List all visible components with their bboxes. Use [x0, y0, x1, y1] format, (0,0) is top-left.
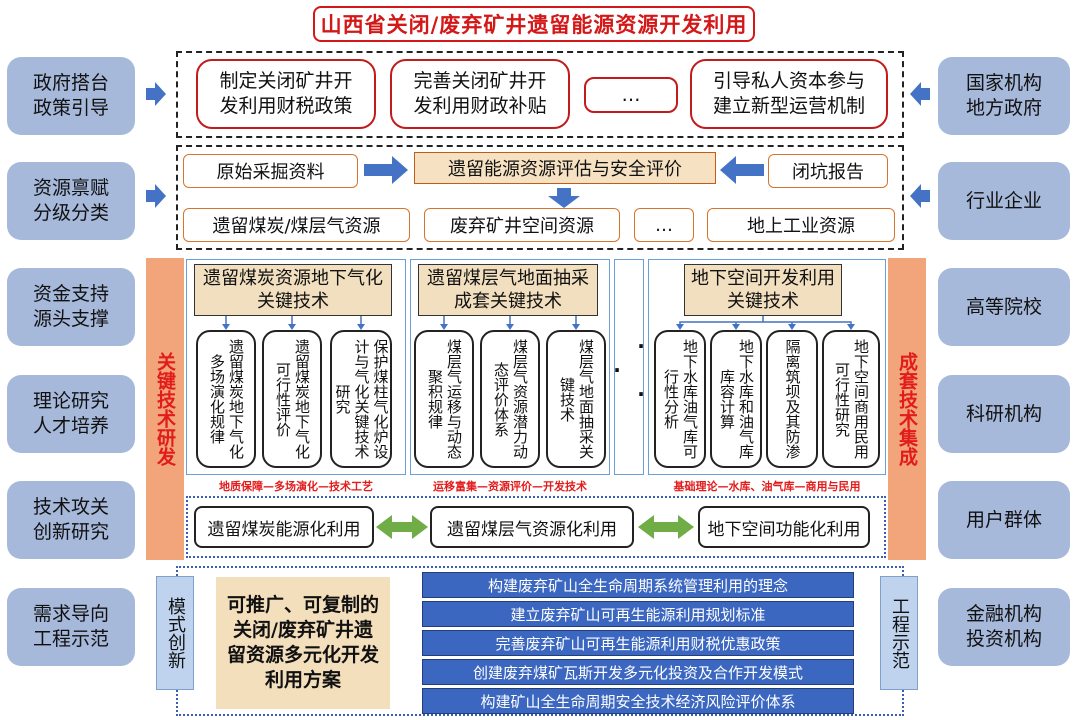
- tech-sub: 煤层气地面抽采关键技术: [546, 330, 606, 468]
- left-item-resources: 资源禀赋 分级分类: [7, 162, 135, 240]
- tech-sub: 地下空间商用民用可行性研究: [822, 330, 880, 468]
- arrow-right-icon: [146, 82, 166, 106]
- policy-frame: [176, 51, 904, 138]
- caption-space: 基础理论—水库、油气库—商用与民用: [673, 480, 861, 493]
- tech-sub: 遗留煤炭地下气化可行性评价: [262, 330, 322, 468]
- arrow-right-icon: [146, 184, 166, 208]
- tech-sub: 遗留煤炭地下气化多场演化规律: [196, 330, 256, 468]
- double-arrow-icon: [376, 515, 428, 539]
- measure-bar: 构建矿山全生命周期安全技术经济风险评价体系: [422, 688, 854, 714]
- tech-frame-cbm: [410, 259, 610, 475]
- arrow-left-icon: [720, 156, 764, 184]
- left-item-demand: 需求导向 工程示范: [7, 588, 135, 666]
- utilization-space: 地下空间功能化利用: [698, 506, 870, 548]
- category-surface: 地上工业资源: [707, 208, 895, 242]
- policy-subsidy: 完善关闭矿井开 发利用财政补贴: [390, 59, 570, 129]
- policy-tax: 制定关闭矿井开 发利用财税政策: [196, 59, 376, 129]
- engineering-demo-box: 工程示范: [880, 576, 918, 690]
- source-mining-data: 原始采掘资料: [183, 154, 358, 188]
- plan-box: 可推广、可复制的 关闭/废弃矿井遗 留资源多元化开发 利用方案: [216, 577, 390, 709]
- page-title: 山西省关闭/废弃矿井遗留能源资源开发利用: [313, 6, 755, 42]
- double-arrow-icon: [638, 515, 694, 539]
- right-item-universities: 高等院校: [938, 268, 1070, 346]
- tech-sub: 煤层气资源潜力动态评价体系: [480, 330, 540, 468]
- left-item-funding: 资金支持 源头支撑: [7, 268, 135, 346]
- tech-sub: 地下水库油气库可行性分析: [654, 330, 706, 468]
- policy-ellipsis: …: [584, 77, 678, 113]
- category-space: 废弃矿井空间资源: [424, 208, 620, 242]
- tech-frame-dots: [614, 259, 644, 475]
- utilization-cbm: 遗留煤层气资源化利用: [430, 506, 634, 548]
- mode-innovation-box: 模式创新: [156, 576, 194, 690]
- right-item-institutes: 科研机构: [938, 375, 1070, 453]
- utilization-frame: [186, 496, 886, 558]
- policy-private-capital: 引导私人资本参与 建立新型运营机制: [690, 59, 888, 129]
- measure-bar: 创建废弃煤矿瓦斯开发多元化投资及合作开发模式: [422, 659, 854, 685]
- left-item-innovation: 技术攻关 创新研究: [7, 481, 135, 559]
- arrow-left-icon: [910, 82, 930, 106]
- tech-frame-space: [648, 259, 886, 475]
- caption-cbm: 运移富集—资源评价—开发技术: [433, 480, 587, 493]
- measure-bar: 建立废弃矿山可再生能源利用规划标准: [422, 601, 854, 627]
- right-item-enterprise: 行业企业: [938, 162, 1070, 240]
- tech-header-gasification: 遗留煤炭资源地下气化关键技术: [194, 264, 392, 316]
- integration-bar: 成套技术集成: [888, 258, 926, 560]
- assessment-frame: [176, 145, 904, 250]
- measure-bar: 构建废弃矿山全生命周期系统管理利用的理念: [422, 572, 854, 598]
- right-item-government: 国家机构 地方政府: [938, 57, 1070, 135]
- tech-frame-gasification: [186, 259, 406, 475]
- utilization-coal: 遗留煤炭能源化利用: [194, 506, 374, 548]
- tech-sub: 保护煤柱气化炉设计与气化关键技术研究: [330, 330, 392, 468]
- source-closure-report: 闭坑报告: [768, 154, 888, 188]
- category-coal: 遗留煤炭/煤层气资源: [183, 208, 410, 242]
- category-ellipsis: …: [634, 208, 694, 242]
- tech-sub: 煤层气运移与动态聚积规律: [414, 330, 474, 468]
- tech-header-space: 地下空间开发利用关键技术: [684, 264, 842, 316]
- left-item-government: 政府搭台 政策引导: [7, 57, 135, 135]
- tech-sub: 地下水库和油气库库容计算: [710, 330, 762, 468]
- tech-sub: 隔离筑坝及其防渗: [766, 330, 818, 468]
- arrow-down-icon: [548, 188, 580, 208]
- caption-gasification: 地质保障—多场演化—技术工艺: [219, 480, 373, 493]
- left-item-research: 理论研究 人才培养: [7, 375, 135, 453]
- tech-header-cbm: 遗留煤层气地面抽采成套关键技术: [418, 264, 598, 316]
- arrow-right-icon: [364, 156, 408, 184]
- key-tech-bar: 关键技术研发: [146, 258, 184, 560]
- assessment-center: 遗留能源资源评估与安全评价: [414, 152, 716, 184]
- right-item-users: 用户群体: [938, 481, 1070, 559]
- right-item-finance: 金融机构 投资机构: [938, 588, 1070, 666]
- measure-bar: 完善废弃矿山可再生能源利用财税优惠政策: [422, 630, 854, 656]
- arrow-left-icon: [910, 184, 930, 208]
